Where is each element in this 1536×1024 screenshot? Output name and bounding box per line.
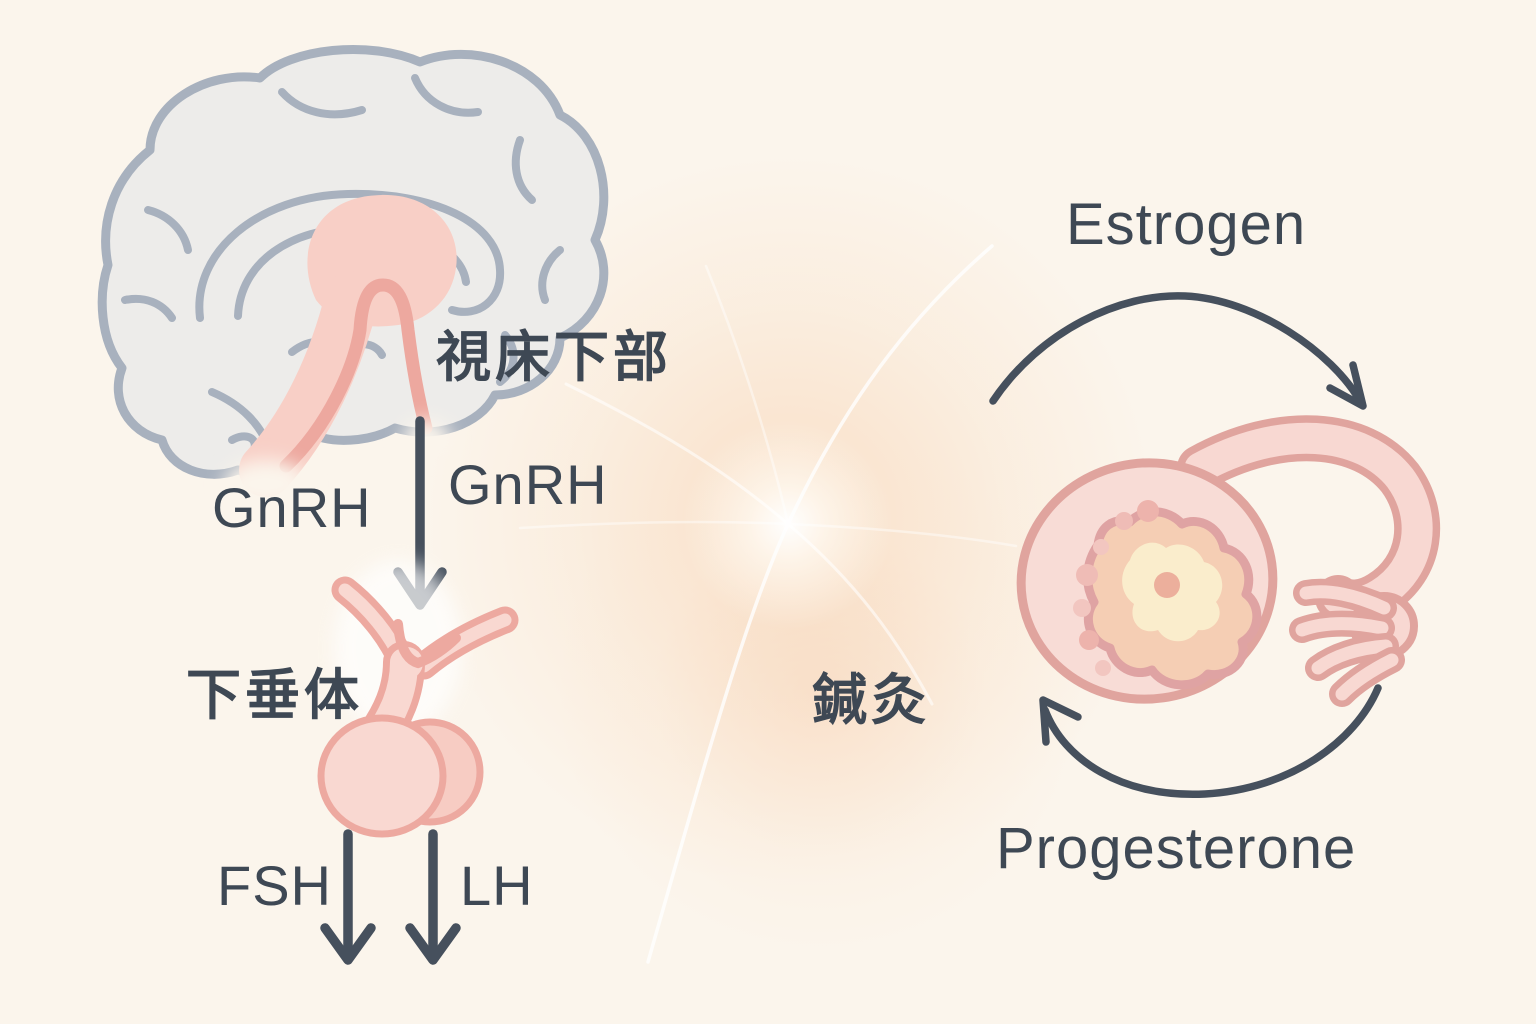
- ovary-illustration: [1016, 415, 1441, 707]
- brain-illustration: [97, 45, 609, 508]
- lens-flare-rays: [518, 244, 1018, 964]
- pituitary-illustration: [317, 560, 519, 838]
- label-pituitary: 下垂体: [186, 664, 364, 726]
- label-estrogen: Estrogen: [1066, 192, 1307, 257]
- lh-down-arrow: [405, 829, 461, 965]
- fsh-down-arrow: [320, 829, 376, 965]
- stalk-dark-edge: [279, 278, 433, 473]
- estrogen-arc-arrow: [989, 292, 1367, 410]
- corpus-luteum-center-dot: [1154, 572, 1180, 598]
- pituitary-junction: [391, 647, 423, 679]
- follicle-dots: [1073, 500, 1159, 676]
- label-fsh: FSH: [217, 854, 332, 917]
- label-gnrh-left: GnRH: [212, 476, 372, 539]
- label-lh: LH: [460, 854, 534, 917]
- progesterone-arc-arrow: [1039, 684, 1382, 798]
- pituitary-stalk-wide: [239, 271, 379, 497]
- stalk-fade-2: [403, 420, 451, 456]
- stalk-fade: [224, 460, 308, 508]
- pituitary-anterior-lobe: [317, 714, 447, 838]
- label-gnrh-right: GnRH: [448, 453, 608, 516]
- pituitary-inner-v: [393, 619, 461, 669]
- label-acupuncture: 鍼灸: [812, 669, 931, 731]
- label-progesterone: Progesterone: [996, 816, 1357, 881]
- label-hypothalamus: 視床下部: [436, 326, 673, 388]
- fimbriae: [1289, 578, 1418, 707]
- hypothalamus-shape: [224, 194, 457, 508]
